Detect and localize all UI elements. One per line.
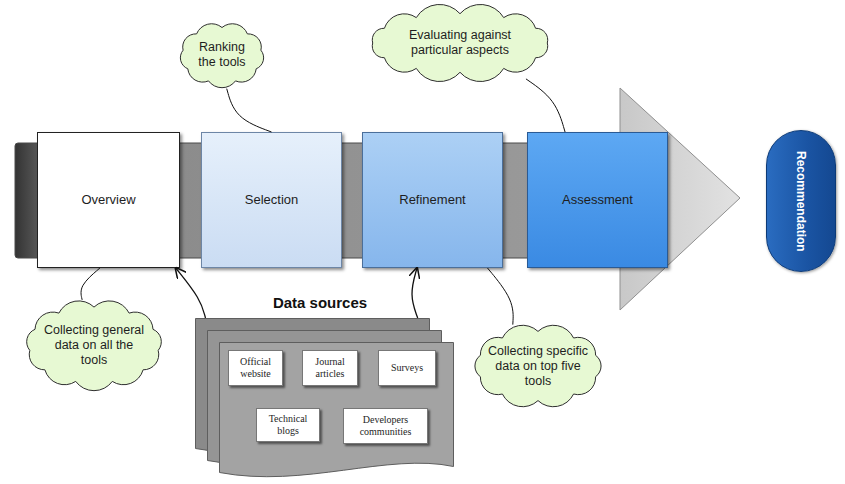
source-card: Developers communities [343,408,428,444]
source-card: Surveys [378,350,436,386]
node-label: Evaluating against particular aspects [394,28,526,58]
document-stack: Data sourcesOfficial websiteJournal arti… [195,318,457,483]
group-heading: Data sources [195,294,445,312]
node-label: Overview [81,192,135,208]
callout-cloud: Collecting specific data on top five too… [468,322,608,410]
result-pill: Recommendation [766,130,836,272]
source-card: Technical blogs [256,408,320,442]
source-card: Journal articles [302,350,358,386]
process-box: Overview [37,132,180,268]
node-label: Ranking the tools [191,40,253,70]
node-label: Technical blogs [259,413,317,437]
node-label: Assessment [562,192,633,208]
source-card: Official website [228,350,283,386]
node-label: Developers communities [346,414,425,438]
node-label: Official website [231,356,280,380]
callout-cloud: Collecting general data on all the tools [20,298,168,392]
leader-line [487,268,513,325]
callout-cloud: Ranking the tools [175,20,269,90]
node-label: Refinement [399,192,465,208]
process-box: Refinement [362,132,503,268]
flow-arrow [176,268,206,318]
cloud-shape [180,24,263,88]
cloud-shape [27,301,162,391]
paper-stack [195,318,457,483]
cloud-shape [475,325,601,406]
leader-line [81,268,100,300]
node-label: Surveys [391,362,423,374]
leader-line [526,79,565,132]
node-label: Recommendation [794,151,808,252]
node-label: Collecting specific data on top five too… [486,344,590,389]
process-box: Selection [201,132,342,268]
cloud-shape [372,4,547,81]
paper-sheet [220,343,454,477]
flow-arrow [412,268,418,318]
callout-cloud: Evaluating against particular aspects [363,4,557,82]
leader-line [227,89,272,132]
process-box: Assessment [527,132,668,268]
node-label: Selection [245,192,298,208]
node-label: Collecting general data on all the tools [42,323,146,368]
node-label: Journal articles [305,356,355,380]
